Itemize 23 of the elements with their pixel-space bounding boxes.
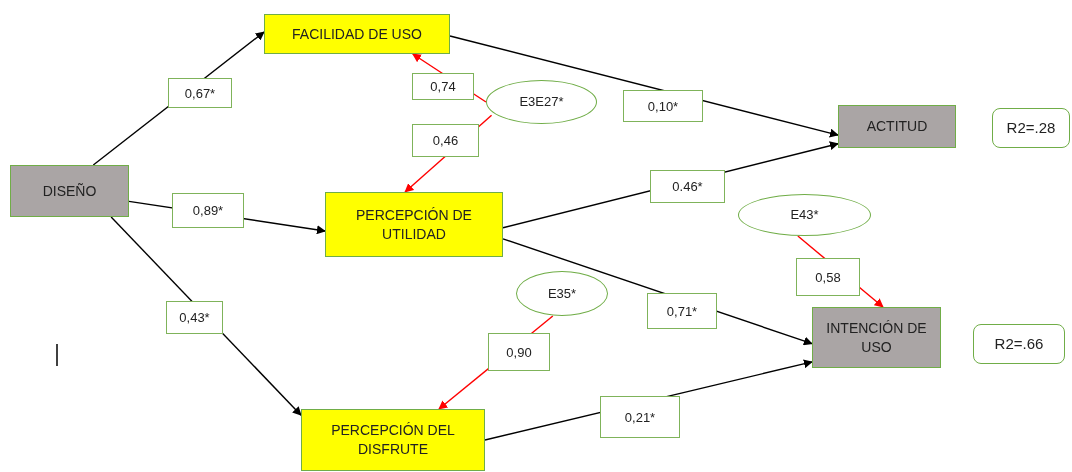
coefficient-label: 0,74 bbox=[412, 73, 474, 100]
construct-box: PERCEPCIÓN DE UTILIDAD bbox=[325, 192, 503, 257]
coefficient-label: 0,10* bbox=[623, 90, 703, 122]
r-squared-box: R2=.28 bbox=[992, 108, 1070, 148]
coefficient-label: 0.46* bbox=[650, 170, 725, 203]
construct-box: INTENCIÓN DE USO bbox=[812, 307, 941, 368]
error-ellipse: E3E27* bbox=[486, 80, 597, 124]
coefficient-label: 0,89* bbox=[172, 193, 244, 228]
construct-box: FACILIDAD DE USO bbox=[264, 14, 450, 54]
coefficient-label: 0,46 bbox=[412, 124, 479, 157]
coefficient-label: 0,58 bbox=[796, 258, 860, 296]
path-arrow bbox=[449, 35, 839, 138]
coefficient-label: 0,43* bbox=[166, 301, 223, 334]
coefficient-label: 0,21* bbox=[600, 396, 680, 438]
error-ellipse: E43* bbox=[738, 194, 871, 236]
r-squared-box: R2=.66 bbox=[973, 324, 1065, 364]
coefficient-label: 0,71* bbox=[647, 293, 717, 329]
construct-box: DISEÑO bbox=[10, 165, 129, 217]
coefficient-label: 0,90 bbox=[488, 333, 550, 371]
construct-box: ACTITUD bbox=[838, 105, 956, 148]
coefficient-label: 0,67* bbox=[168, 78, 232, 108]
error-ellipse: E35* bbox=[516, 271, 608, 316]
construct-box: PERCEPCIÓN DEL DISFRUTE bbox=[301, 409, 485, 471]
